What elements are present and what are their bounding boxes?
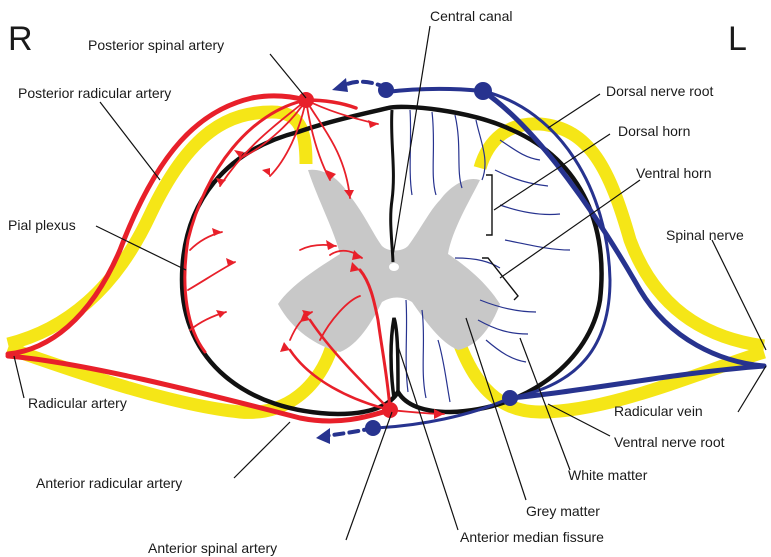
horn-brackets [482, 175, 518, 300]
posterior-vein-node-medial [378, 82, 394, 98]
vein-branch [455, 115, 462, 188]
leader-posterior-radicular-artery [100, 102, 160, 180]
vein-branch [422, 310, 426, 398]
vein-branch [486, 340, 526, 362]
label-grey-matter: Grey matter [526, 503, 600, 519]
leader-radicular-artery [14, 356, 24, 398]
anterior-spinal-artery-node [382, 402, 398, 418]
anterior-median-fissure [391, 318, 398, 398]
label-anterior-radicular-artery: Anterior radicular artery [36, 475, 182, 491]
arrowhead [332, 78, 348, 92]
leader-posterior-spinal-artery [270, 54, 306, 98]
leader-white-matter [520, 338, 570, 470]
label-radicular-artery: Radicular artery [28, 395, 127, 411]
vein-branch [438, 340, 450, 402]
right-side-label: R [8, 20, 33, 58]
vein-branch [432, 112, 436, 195]
posterior-vein-arc [386, 89, 483, 92]
label-radicular-vein: Radicular vein [614, 403, 703, 419]
arrowhead [368, 120, 378, 128]
arrowhead [316, 428, 330, 444]
leader-anterior-radicular-artery [234, 422, 290, 478]
branch-artery [190, 232, 222, 250]
central-canal [389, 263, 399, 271]
vein-branch [495, 170, 548, 186]
label-spinal-nerve: Spinal nerve [666, 227, 744, 243]
label-white-matter: White matter [568, 467, 648, 483]
grey-matter [278, 170, 500, 352]
label-posterior-radicular-artery: Posterior radicular artery [18, 85, 171, 101]
leader-dorsal-horn [494, 134, 610, 210]
arrowhead [262, 168, 270, 176]
label-anterior-median-fissure: Anterior median fissure [460, 529, 604, 545]
label-central-canal: Central canal [430, 8, 513, 24]
posterior-vein-node-lateral [474, 82, 492, 100]
ventral-root-vein-node [502, 390, 518, 406]
anterior-vein-node [365, 420, 381, 436]
dorsal-horn-bracket [486, 175, 492, 235]
label-dorsal-nerve-root: Dorsal nerve root [606, 83, 713, 99]
leader-radicular-vein [738, 366, 766, 412]
left-side-label: L [728, 20, 747, 58]
leader-ventral-horn [500, 180, 640, 278]
leader-dorsal-nerve-root [548, 94, 600, 128]
arrowhead [280, 342, 290, 352]
dorsal-median-septum [391, 110, 394, 262]
label-ventral-nerve-root: Ventral nerve root [614, 434, 725, 450]
vein-branch [410, 110, 412, 195]
vein-branch [505, 240, 570, 250]
label-ventral-horn: Ventral horn [636, 165, 712, 181]
branch-artery [188, 262, 235, 290]
label-posterior-spinal-artery: Posterior spinal artery [88, 37, 224, 53]
posterior-spinal-artery-node [298, 92, 314, 108]
vein-branch [500, 205, 560, 215]
vein-branch [406, 300, 408, 392]
leader-anterior-median-fissure [396, 340, 458, 530]
label-pial-plexus: Pial plexus [8, 217, 76, 233]
label-dorsal-horn: Dorsal horn [618, 123, 690, 139]
label-anterior-spinal-artery: Anterior spinal artery [148, 540, 277, 556]
